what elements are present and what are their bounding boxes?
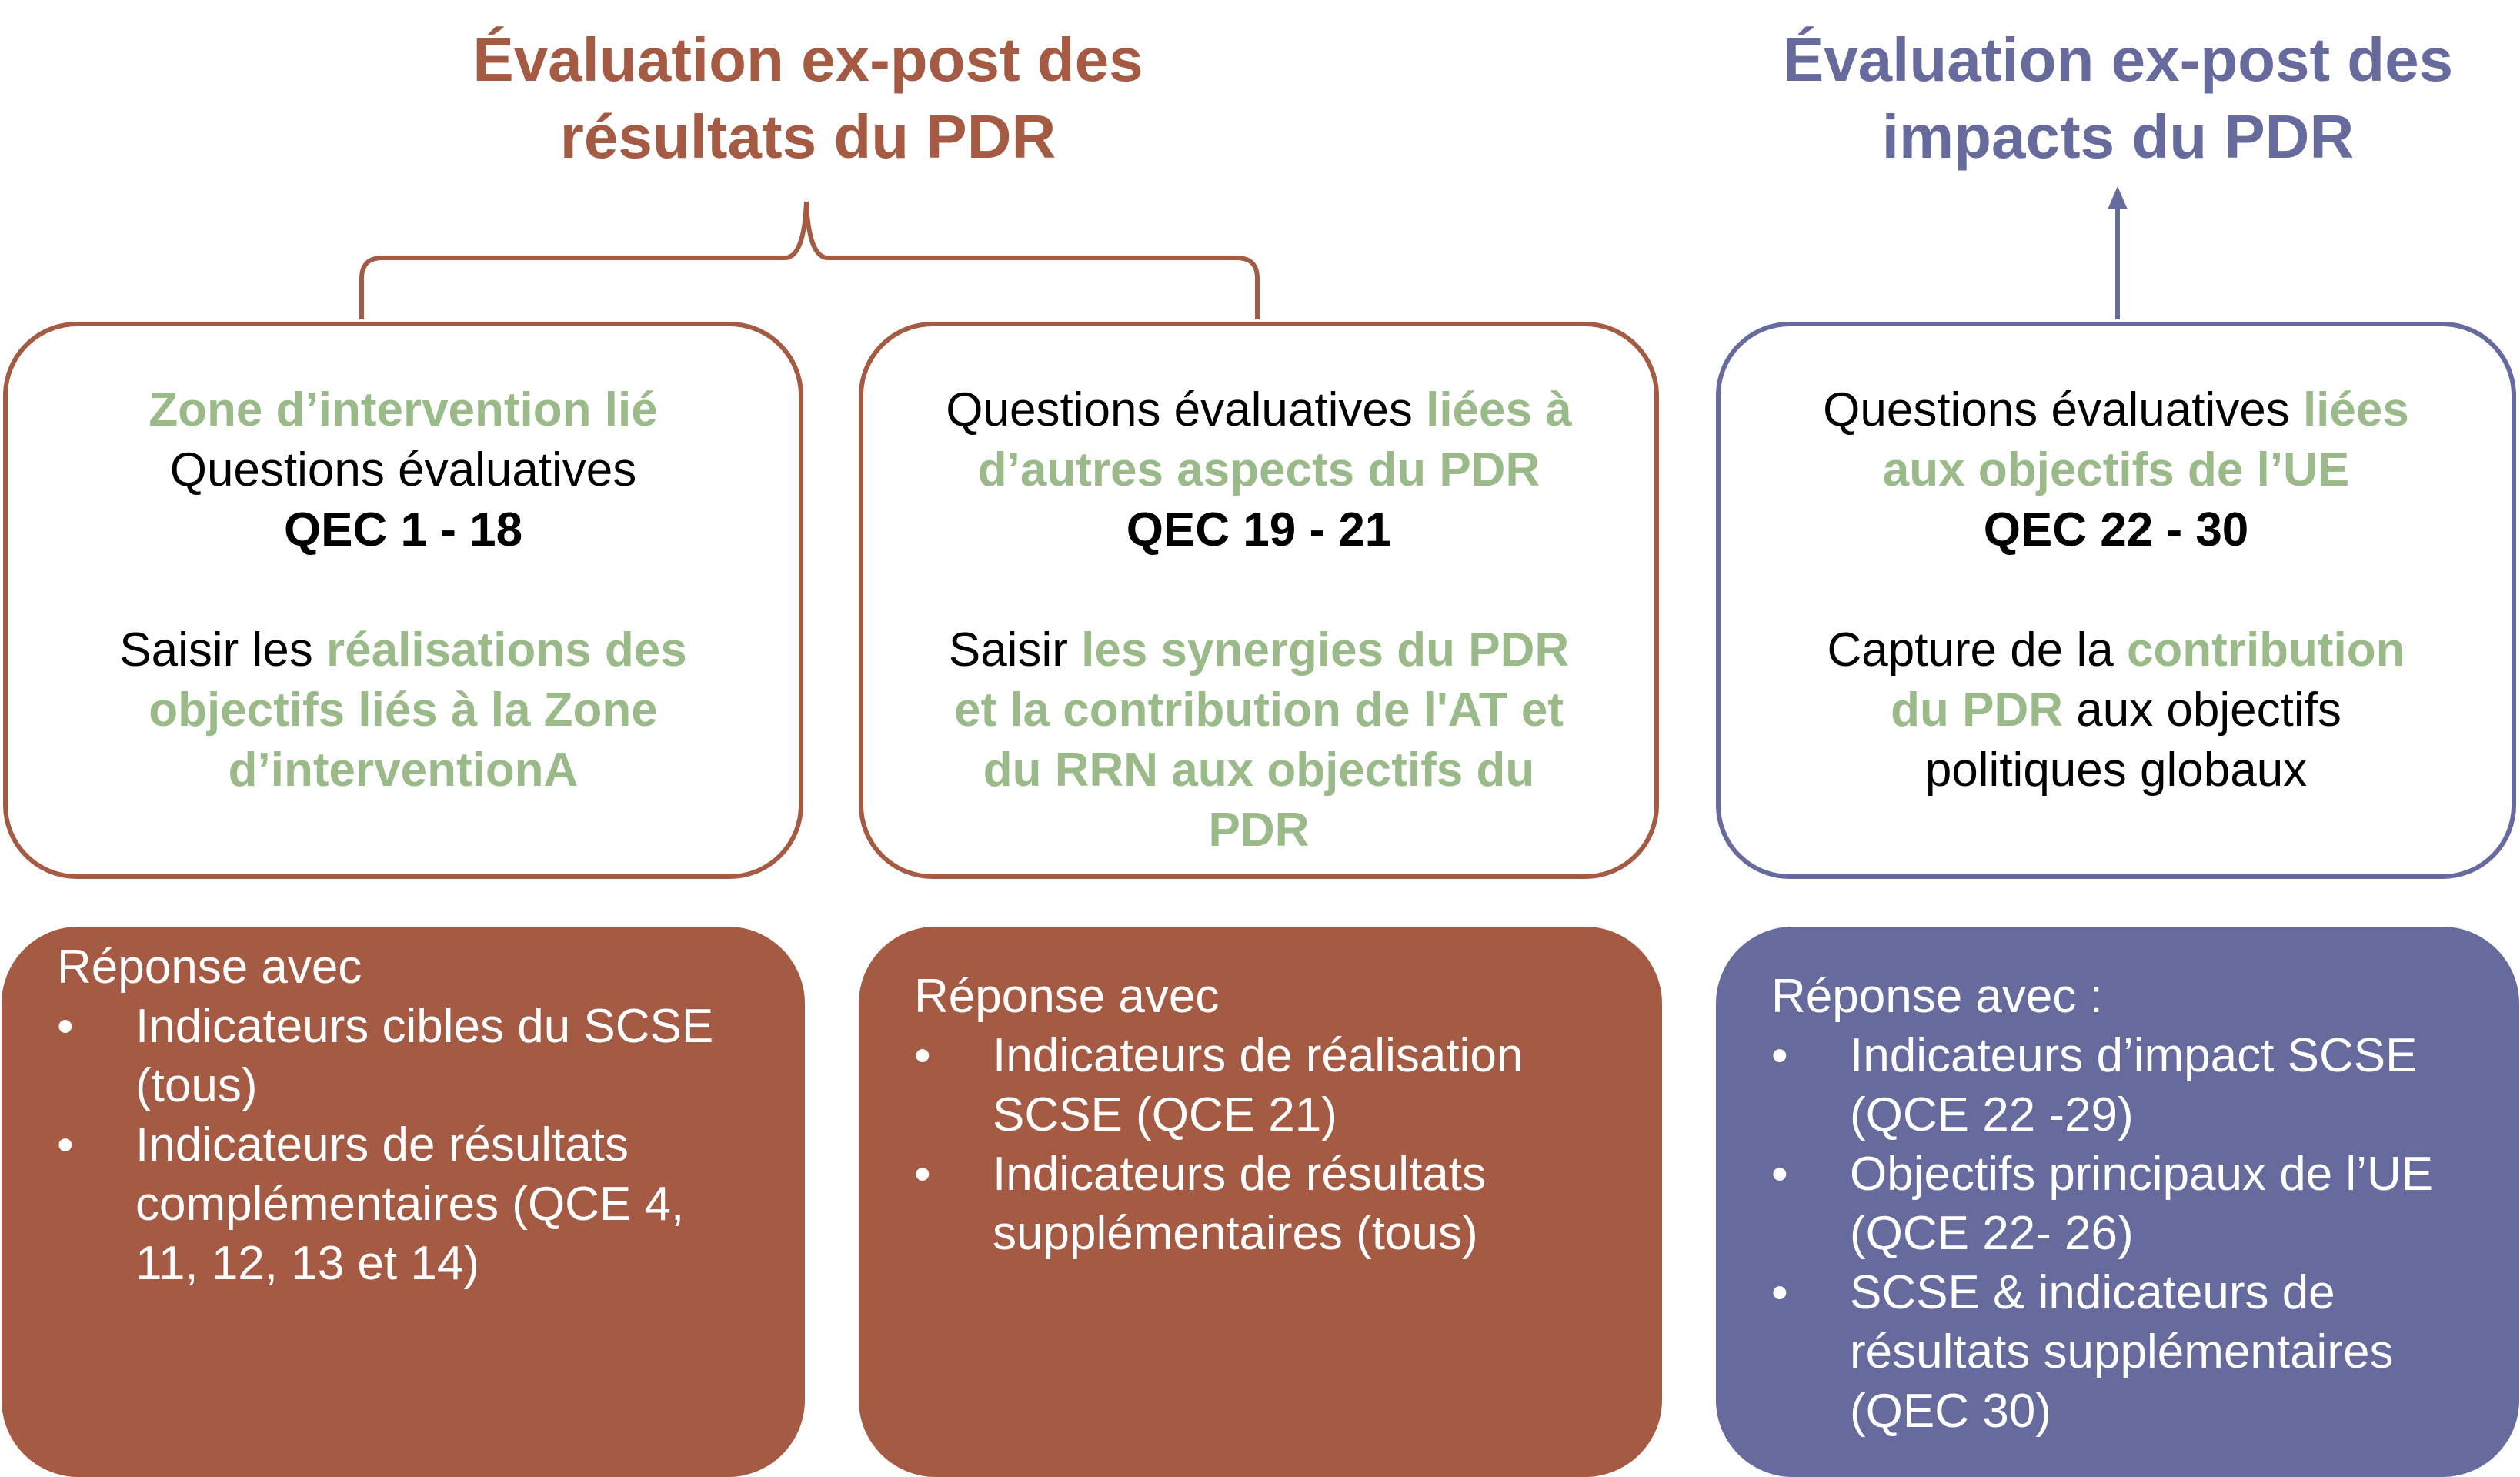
q1-line4-plain: Saisir les <box>119 623 327 677</box>
q2-line1-plain: Questions évaluatives <box>946 383 1427 436</box>
question-box-3: Questions évaluatives liées aux objectif… <box>1716 322 2516 879</box>
a1-lead: Réponse avec <box>57 941 362 994</box>
a2-b2-line2: supplémentaires (tous) <box>993 1207 1478 1260</box>
q3-line5: du PDR aux objectifs <box>1891 680 2341 740</box>
q3-line1-plain: Questions évaluatives <box>1823 383 2303 436</box>
a1-bullet-1: • Indicateurs cibles du SCSE (tous) <box>57 997 805 1115</box>
q1-line4: Saisir les réalisations des <box>119 620 686 680</box>
impacts-arrow-head <box>2108 186 2128 209</box>
a3-bullet-2: • Objectifs principaux de l’UE (QCE 22- 26… <box>1771 1145 2519 1263</box>
q2-line2: d’autres aspects du PDR <box>977 443 1540 496</box>
q3-line2: aux objectifs de l’UE <box>1882 443 2350 496</box>
q2-line4: Saisir les synergies du PDR <box>949 620 1569 680</box>
a2-b1-line2: SCSE (QCE 21) <box>993 1088 1337 1141</box>
answer-box-1: Réponse avec • Indicateurs cibles du SCSE… <box>2 927 805 1477</box>
bullet-icon: • <box>57 1000 74 1053</box>
q3-line1-green: liées <box>2302 383 2409 436</box>
a2-b2-line1: Indicateurs de résultats <box>993 1148 1487 1201</box>
q2-line4-plain: Saisir <box>948 623 1082 677</box>
q3-line4: Capture de la contribution <box>1827 620 2405 680</box>
title-results-line1: Évaluation ex-post des <box>472 25 1143 94</box>
title-impacts: Évaluation ex-post des impacts du PDR <box>1716 22 2520 175</box>
q1-code: QEC 1 - 18 <box>283 503 523 556</box>
a3-b3-line2: résultats supplémentaires <box>1850 1325 2394 1378</box>
bullet-icon: • <box>1771 1266 1788 1319</box>
a1-list: • Indicateurs cibles du SCSE (tous) • Indic… <box>57 997 805 1293</box>
q2-code: QEC 19 - 21 <box>1126 503 1392 556</box>
q2-line6: du RRN aux objectifs du <box>983 744 1535 797</box>
title-impacts-line2: impacts du PDR <box>1881 102 2355 171</box>
results-brace <box>359 201 1260 319</box>
a1-bullet-2: • Indicateurs de résultats complémentaires… <box>57 1115 805 1293</box>
a1-b2-line2: complémentaires (QCE 4, <box>135 1178 685 1231</box>
a3-b1-line1: Indicateurs d’impact SCSE <box>1850 1029 2418 1082</box>
q1-line5: objectifs liés à la Zone <box>149 683 658 737</box>
title-results-line2: résultats du PDR <box>559 102 1056 171</box>
q2-line5: et la contribution de l'AT et <box>953 683 1564 737</box>
a3-b3-line1: SCSE & indicateurs de <box>1850 1266 2335 1319</box>
q3-line5-plain: aux objectifs <box>2063 683 2341 737</box>
q3-line5-green: du PDR <box>1891 683 2063 737</box>
a3-b2-line2: (QCE 22- 26) <box>1850 1207 2134 1260</box>
q3-code: QEC 22 - 30 <box>1983 503 2249 556</box>
bullet-icon: • <box>1771 1029 1788 1082</box>
question-box-1: Zone d’intervention lié Questions évalua… <box>3 322 803 879</box>
answer-box-3: Réponse avec : • Indicateurs d’impact SCS… <box>1716 927 2519 1477</box>
q1-line4-green: réalisations des <box>326 623 687 677</box>
title-results: Évaluation ex-post des résultats du PDR <box>362 22 1254 175</box>
a3-list: • Indicateurs d’impact SCSE (QCE 22 -29) •… <box>1771 1026 2519 1441</box>
a1-b2-line1: Indicateurs de résultats <box>135 1118 629 1171</box>
title-impacts-line1: Évaluation ex-post des <box>1782 25 2454 94</box>
q3-line4-green: contribution <box>2126 623 2405 677</box>
bullet-icon: • <box>914 1029 931 1082</box>
a2-lead: Réponse avec <box>914 970 1220 1023</box>
a2-bullet-2: • Indicateurs de résultats supplémentaires… <box>914 1145 1662 1263</box>
a3-bullet-3: • SCSE & indicateurs de résultats suppléme… <box>1771 1263 2519 1441</box>
a3-lead: Réponse avec : <box>1771 970 2103 1023</box>
q2-line7: PDR <box>1208 804 1310 857</box>
question-box-2: Questions évaluatives liées à d’autres a… <box>859 322 1659 879</box>
q1-line1: Zone d’intervention lié <box>149 383 658 436</box>
q1-line6: d’interventionA <box>228 744 579 797</box>
a3-b2-line1: Objectifs principaux de l’UE <box>1850 1148 2434 1201</box>
a2-b1-line1: Indicateurs de réalisation <box>993 1029 1524 1082</box>
q3-line4-plain: Capture de la <box>1827 623 2127 677</box>
q1-line2: Questions évaluatives <box>169 443 637 496</box>
q3-line6: politiques globaux <box>1924 744 2308 797</box>
bullet-icon: • <box>1771 1148 1788 1201</box>
q2-line1: Questions évaluatives liées à <box>946 380 1571 440</box>
q2-line4-green: les synergies du PDR <box>1081 623 1570 677</box>
q2-line1-green: liées à <box>1426 383 1572 436</box>
bullet-icon: • <box>57 1118 74 1171</box>
a1-b1-line1: Indicateurs cibles du SCSE <box>135 1000 714 1053</box>
a3-b1-line2: (QCE 22 -29) <box>1850 1088 2134 1141</box>
a1-b1-line2: (tous) <box>135 1059 258 1112</box>
q3-line1: Questions évaluatives liées <box>1823 380 2409 440</box>
a3-bullet-1: • Indicateurs d’impact SCSE (QCE 22 -29) <box>1771 1026 2519 1145</box>
a3-b3-line3: (QEC 30) <box>1850 1385 2051 1438</box>
bullet-icon: • <box>914 1148 931 1201</box>
a1-b2-line3: 11, 12, 13 et 14) <box>135 1237 479 1290</box>
answer-box-2: Réponse avec • Indicateurs de réalisation… <box>859 927 1662 1477</box>
